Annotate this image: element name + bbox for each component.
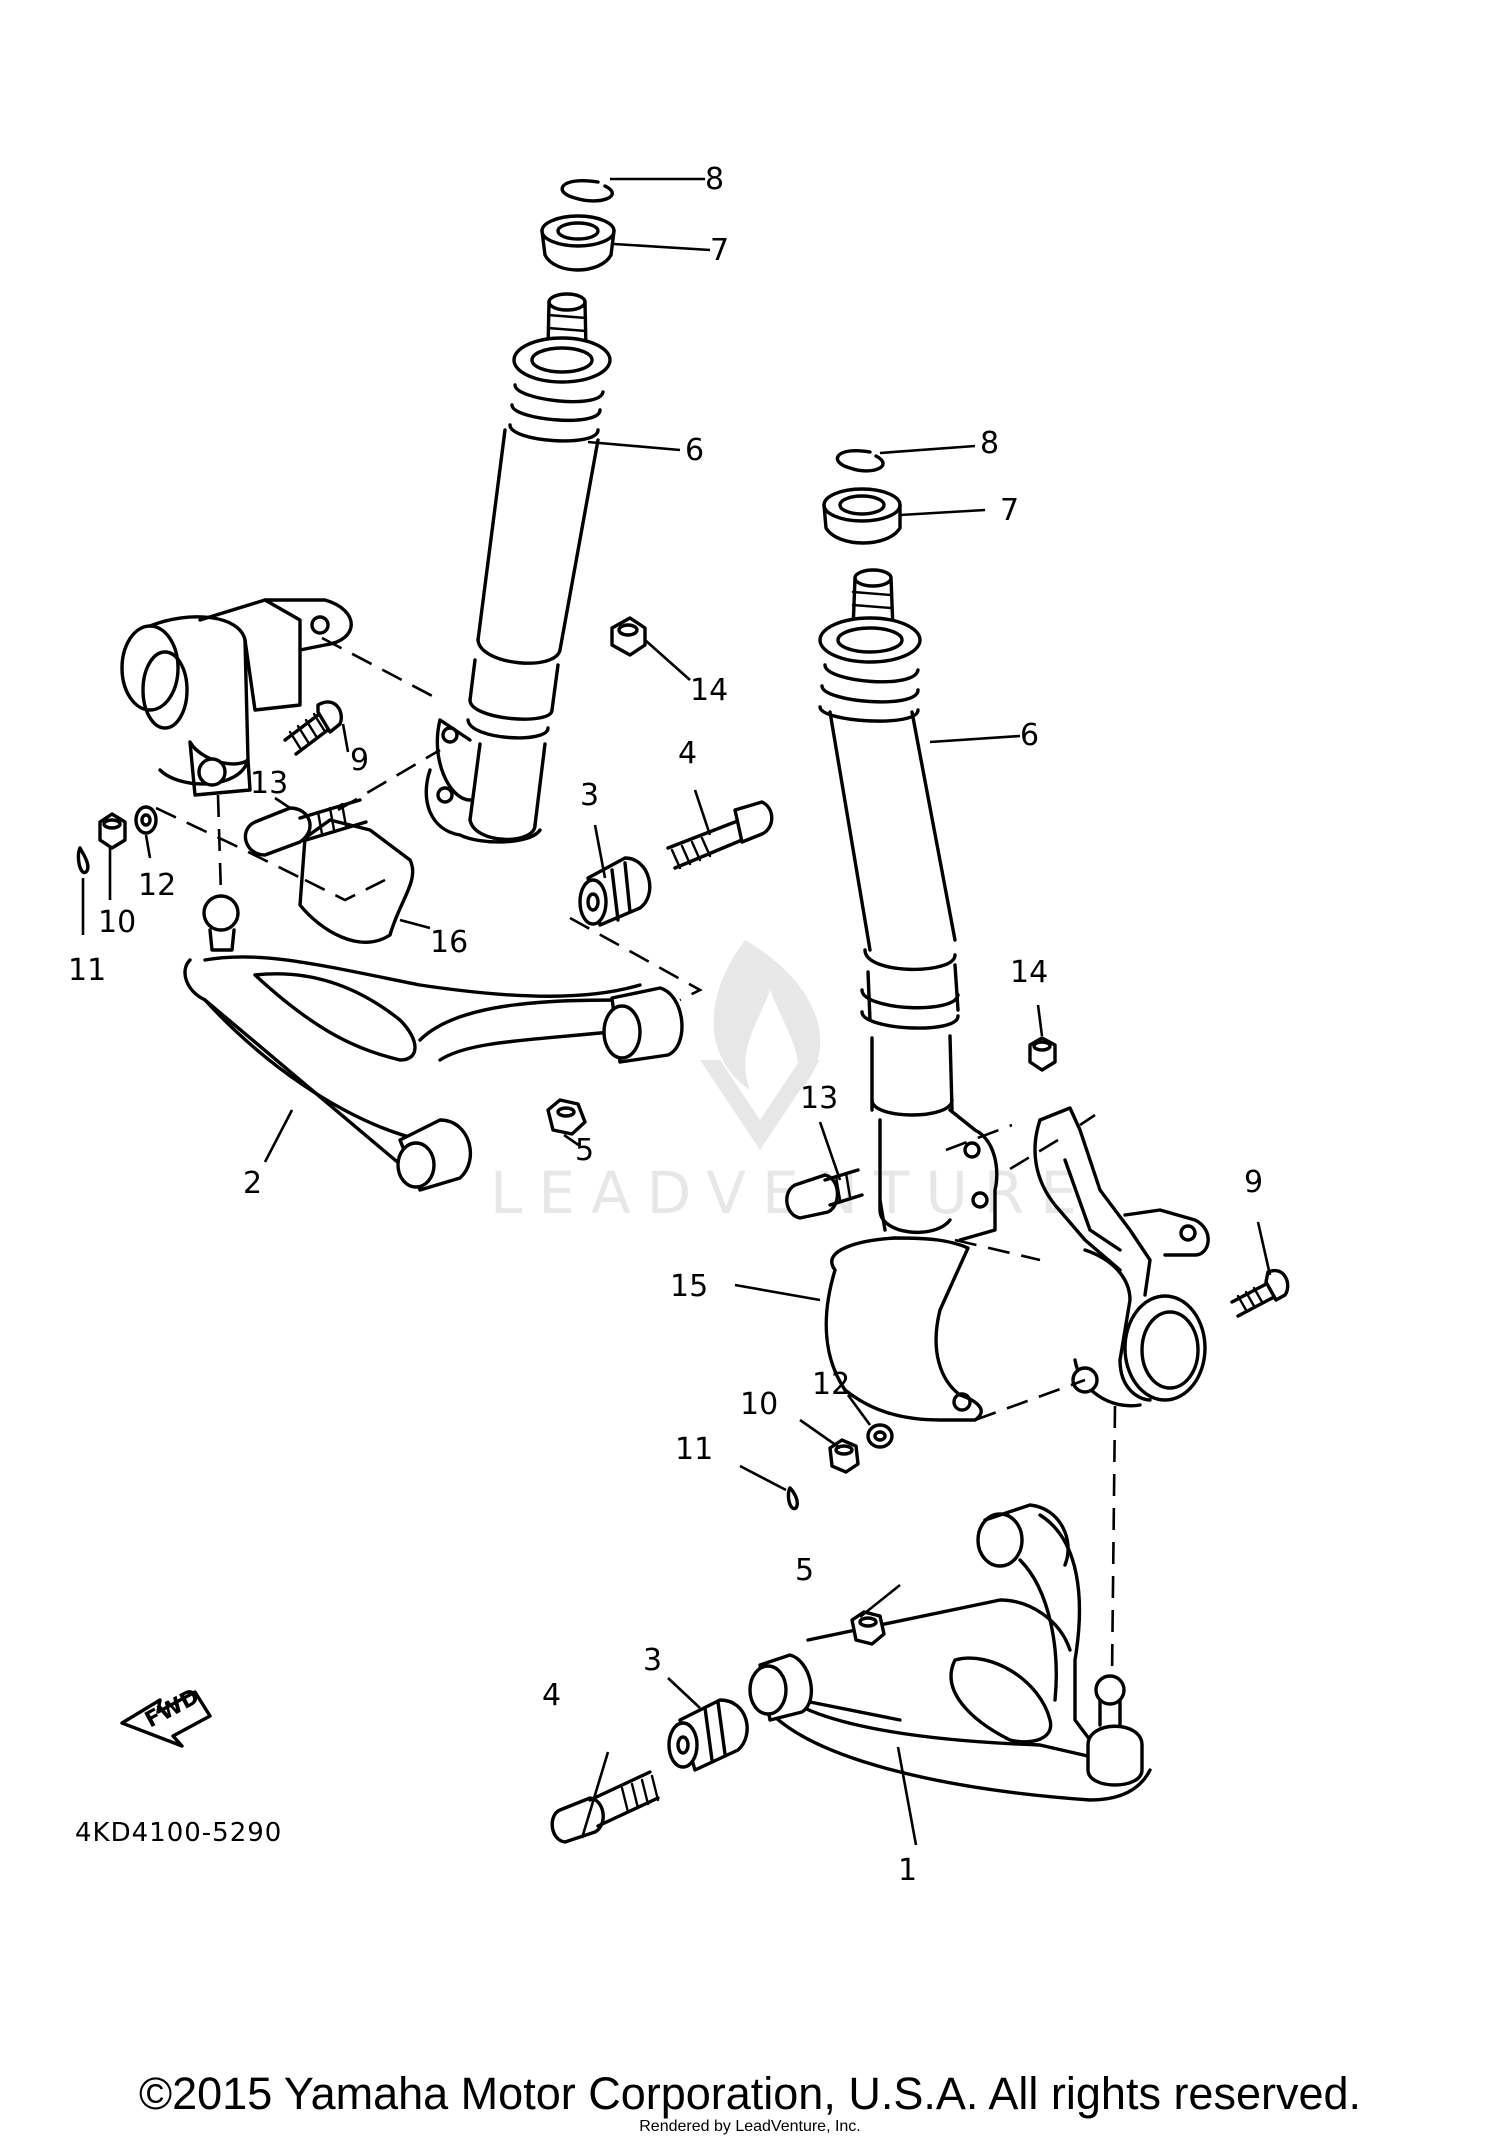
nut-left-5[interactable] — [546, 1098, 587, 1136]
callout-2: 2 — [243, 1166, 262, 1201]
callout-10-left: 10 — [98, 905, 136, 940]
a-arm-right[interactable] — [748, 1503, 1152, 1802]
callout-10-right: 10 — [740, 1387, 778, 1422]
bolt-right-4[interactable] — [550, 1770, 660, 1844]
leadventure-logo-icon — [700, 940, 821, 1150]
nut-left-10[interactable] — [98, 812, 127, 850]
callout-7-left: 7 — [710, 233, 729, 268]
rendered-by-credit: Rendered by LeadVenture, Inc. — [639, 2118, 861, 2135]
callout-6-left: 6 — [685, 433, 704, 468]
circlip-left[interactable] — [560, 179, 614, 203]
washer-left-12[interactable] — [134, 805, 158, 835]
callout-8-right: 8 — [980, 426, 999, 461]
callout-6-right: 6 — [1020, 718, 1039, 753]
callout-labels: 8 7 6 14 9 13 16 12 10 11 2 5 3 4 8 7 6 … — [68, 162, 1263, 1888]
collar-right[interactable] — [822, 487, 902, 545]
bolt-left-4[interactable] — [666, 800, 774, 870]
a-arm-left[interactable] — [183, 894, 684, 1192]
callout-5-left: 5 — [575, 1133, 594, 1168]
nut-left-14[interactable] — [610, 616, 647, 657]
bolt-right-9[interactable] — [1230, 1268, 1290, 1318]
alignment-lines-left — [155, 636, 703, 1002]
callout-14-right: 14 — [1010, 955, 1048, 990]
alignment-lines-right — [945, 1123, 1117, 1677]
callout-11-left: 11 — [68, 953, 106, 988]
callout-3-right: 3 — [643, 1643, 662, 1678]
nut-right-5[interactable] — [850, 1610, 886, 1646]
callout-11-right: 11 — [675, 1432, 713, 1467]
callout-8-left: 8 — [705, 162, 724, 197]
fwd-arrow-icon — [120, 1690, 212, 1748]
cotter-pin-right-11[interactable] — [786, 1486, 800, 1511]
guard-right-15[interactable] — [824, 1236, 983, 1422]
callout-9-left: 9 — [350, 743, 369, 778]
callout-12-right: 12 — [812, 1367, 850, 1402]
nut-right-10[interactable] — [828, 1438, 860, 1474]
callout-1: 1 — [898, 1853, 917, 1888]
bolt-right-13[interactable] — [785, 1168, 864, 1220]
callout-13-right: 13 — [800, 1081, 838, 1116]
shock-absorber-left[interactable] — [424, 292, 612, 844]
leader-lines-right — [580, 444, 1272, 1846]
callout-4-right: 4 — [542, 1678, 561, 1713]
leader-lines-left — [81, 177, 712, 1163]
callout-15: 15 — [670, 1269, 708, 1304]
cotter-pin-left-11[interactable] — [76, 846, 90, 875]
bolt-left-9[interactable] — [283, 700, 343, 756]
callout-16: 16 — [430, 925, 468, 960]
callout-7-right: 7 — [1000, 493, 1019, 528]
callout-5-right: 5 — [795, 1553, 814, 1588]
copyright-notice: ©2015 Yamaha Motor Corporation, U.S.A. A… — [138, 2068, 1362, 2119]
callout-3-left: 3 — [580, 778, 599, 813]
shock-absorber-right[interactable] — [818, 568, 999, 1242]
callout-4-left: 4 — [678, 736, 697, 771]
washer-right-12[interactable] — [866, 1423, 894, 1449]
steering-knuckle-left[interactable] — [120, 598, 353, 797]
collar-left[interactable] — [540, 214, 616, 272]
callout-9-right: 9 — [1244, 1165, 1263, 1200]
bushing-left-3[interactable] — [578, 856, 652, 927]
bushing-right-3[interactable] — [667, 1698, 749, 1772]
steering-knuckle-right[interactable] — [1033, 1106, 1210, 1408]
figure-code: 4KD4100-5290 — [75, 1818, 282, 1848]
nut-right-14[interactable] — [1028, 1036, 1057, 1072]
callout-12-left: 12 — [138, 868, 176, 903]
callout-13-left: 13 — [250, 766, 288, 801]
callout-14-left: 14 — [690, 673, 728, 708]
guard-left-16[interactable] — [298, 818, 415, 944]
circlip-right[interactable] — [835, 449, 885, 473]
